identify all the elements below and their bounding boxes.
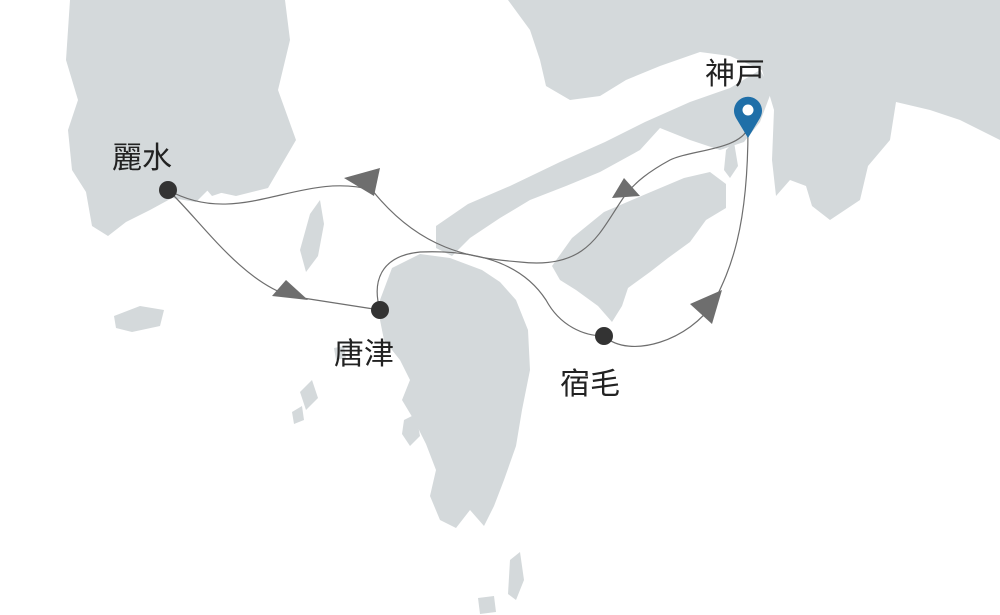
- port-dot-sukumo: [595, 327, 613, 345]
- map-pin-icon: [734, 96, 763, 138]
- arrow-head-icon: [344, 168, 380, 196]
- route-lines: [167, 127, 749, 347]
- land-honshu-east: [508, 0, 1000, 220]
- land-kyushu: [380, 254, 530, 528]
- land-tanegashima: [508, 552, 524, 600]
- port-label-sukumo: 宿毛: [560, 367, 620, 402]
- route-inland-sea-to-yeosu: [167, 185, 627, 264]
- land-jeju: [114, 306, 164, 332]
- land-goto-islands: [292, 346, 346, 424]
- land-honshu-west: [436, 70, 772, 256]
- land-korea-islet: [200, 178, 230, 196]
- arrow-head-icon: [690, 290, 722, 324]
- land-yakushima: [478, 596, 496, 614]
- port-label-karatsu: 唐津: [334, 337, 394, 372]
- land-korea: [66, 0, 296, 236]
- arrow-head-icon: [272, 280, 308, 300]
- port-label-kobe: 神戸: [705, 57, 765, 92]
- route-karatsu-to-sukumo: [376, 251, 605, 337]
- port-label-yeosu: 麗水: [112, 141, 172, 176]
- port-dot-yeosu: [159, 181, 177, 199]
- port-dot-karatsu: [371, 301, 389, 319]
- route-arrows: [272, 168, 722, 324]
- arrow-head-icon: [612, 178, 640, 198]
- land-shikoku: [552, 172, 726, 322]
- land-tsushima: [300, 200, 324, 272]
- land-awaji: [724, 142, 738, 178]
- route-kobe-to-inland-sea: [625, 127, 749, 195]
- land-amakusa: [402, 414, 420, 446]
